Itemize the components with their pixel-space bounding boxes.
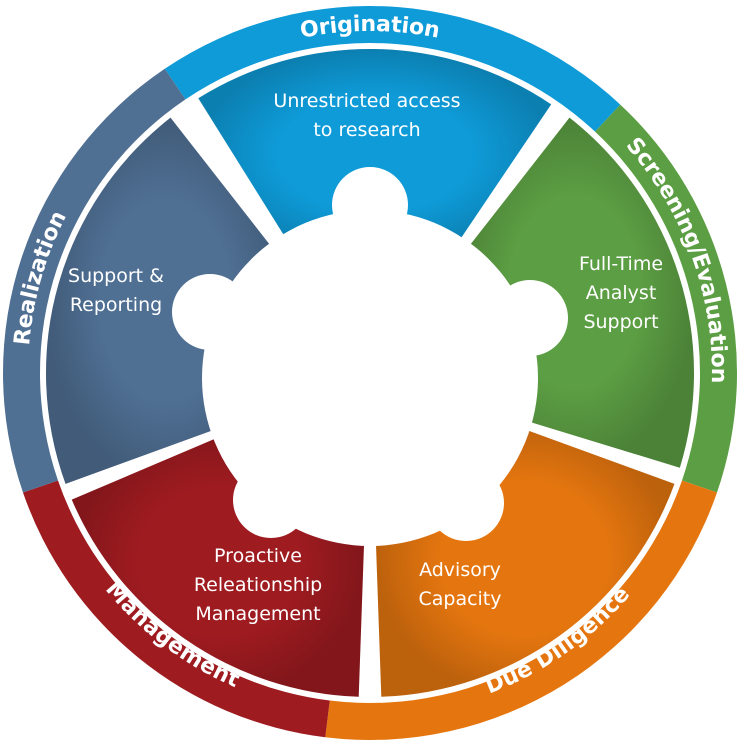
ring-band-management <box>22 480 330 738</box>
description-line: Management <box>195 603 320 625</box>
hub-bump-due_diligence <box>428 465 504 541</box>
description-realization: Support & Reporting <box>68 265 164 316</box>
description-line: Proactive <box>214 545 302 567</box>
description-line: Analyst <box>586 282 657 304</box>
hub-disk <box>202 210 538 546</box>
hub-bump-realization <box>172 274 248 350</box>
ring-band-due_diligence <box>325 480 718 740</box>
wedge-shade-origination <box>198 48 552 259</box>
ring-band-origination <box>164 6 621 132</box>
center-hub <box>172 167 568 546</box>
description-line: Capacity <box>418 588 501 610</box>
hub-bump-origination <box>332 167 408 243</box>
hub-bump-screening <box>492 280 568 356</box>
outer-ring <box>3 6 737 740</box>
description-line: Support <box>583 311 658 333</box>
description-line: Full-Time <box>579 253 663 275</box>
hub-bump-management <box>233 462 309 538</box>
description-line: Support & <box>68 265 164 287</box>
ring-band-screening <box>595 104 737 493</box>
description-line: Releationship <box>194 574 322 596</box>
description-line: Reporting <box>70 294 162 316</box>
ring-band-realization <box>3 68 186 493</box>
description-origination: Unrestricted access to research <box>273 90 460 141</box>
description-line: to research <box>313 119 420 141</box>
description-line: Unrestricted access <box>273 90 460 112</box>
description-line: Advisory <box>419 559 501 581</box>
